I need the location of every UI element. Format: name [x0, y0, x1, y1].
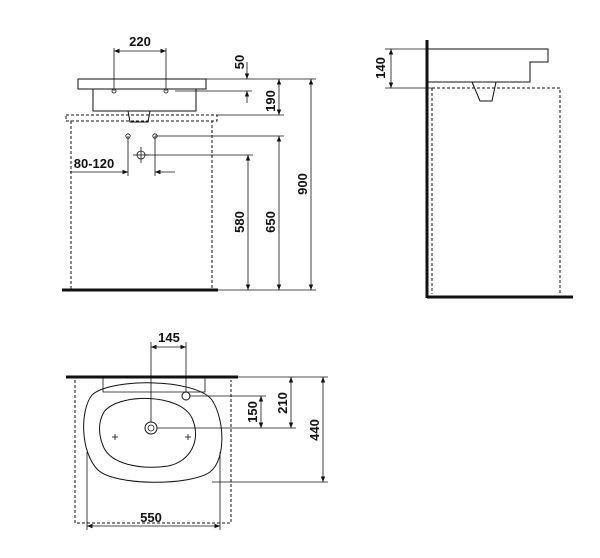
top-cabinet — [74, 380, 232, 524]
cabinet-dashed — [70, 120, 213, 290]
side-cabinet — [432, 87, 561, 294]
side-view: 140 — [373, 40, 573, 299]
dim-650: 650 — [263, 211, 278, 233]
dim-220: 220 — [129, 34, 151, 49]
front-view: 220 50 190 900 650 580 80-120 — [62, 34, 316, 292]
top-tap-hole — [181, 391, 191, 401]
dim-210: 210 — [275, 392, 290, 414]
top-view: 145 150 210 440 550 — [66, 330, 328, 530]
dim-150: 150 — [245, 401, 260, 423]
side-drain — [471, 81, 497, 102]
basin-bowl — [92, 89, 197, 112]
basin-rim — [77, 78, 207, 90]
dim-50: 50 — [232, 55, 247, 69]
top-drain — [144, 421, 158, 435]
side-basin — [427, 48, 549, 83]
dim-190: 190 — [263, 90, 278, 112]
countertop-dashed — [65, 114, 218, 122]
dim-550: 550 — [140, 510, 162, 525]
basin-inner — [99, 397, 197, 468]
dim-145: 145 — [158, 330, 180, 345]
dim-80-120: 80-120 — [74, 156, 114, 171]
dim-900: 900 — [295, 173, 310, 195]
basin-drain — [127, 110, 151, 123]
basin-outer — [83, 382, 223, 483]
dim-140: 140 — [373, 57, 388, 79]
dim-580: 580 — [232, 211, 247, 233]
dim-440: 440 — [307, 419, 322, 441]
